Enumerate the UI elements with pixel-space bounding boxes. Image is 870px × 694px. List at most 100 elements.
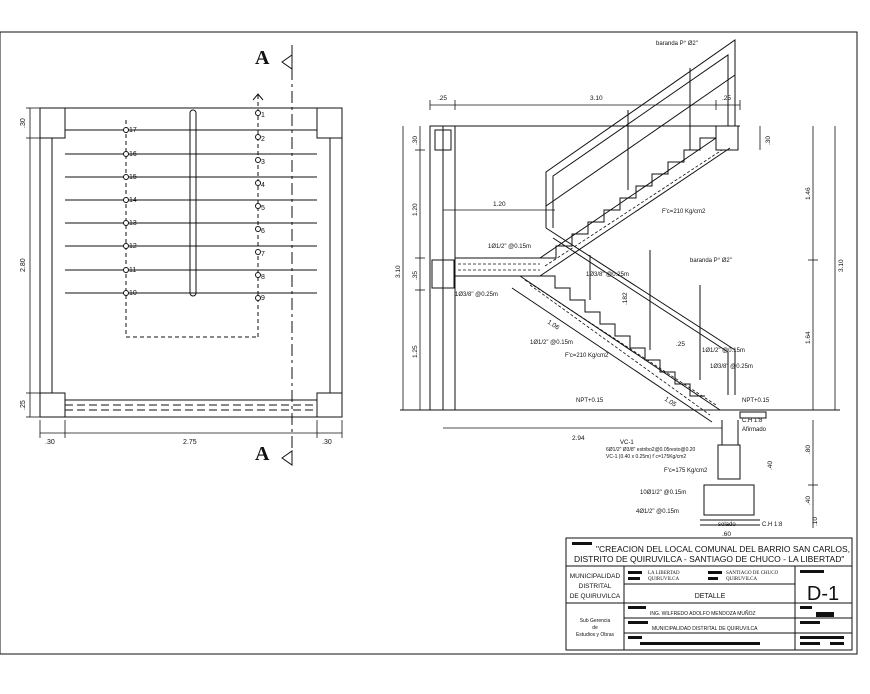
step-9: 9 [261, 295, 265, 302]
dim-sec-r40b: .40 [805, 496, 812, 505]
label-fc-found: F'c=175 Kg/cm2 [664, 468, 708, 474]
label-fc-upper: F'c=210 Kg/cm2 [662, 209, 706, 215]
dim-sec-found: .60 [722, 531, 731, 538]
section-dimension-labels: .25 3.10 .25 1.20 2.94 .30 1.20 3.10 .35… [395, 95, 845, 538]
plan-dimensions [26, 107, 343, 438]
province-label: SANTIAGO DE CHUCO [726, 571, 779, 576]
subdept-line2: de [592, 625, 598, 631]
dim-plan-top: .30 [20, 118, 27, 128]
step-2: 2 [261, 136, 265, 143]
dim-sec-r30: .30 [765, 136, 772, 145]
plan-dimension-labels: .30 2.80 .25 .30 2.75 .30 [20, 118, 332, 446]
label-steel3: 1Ø3/8" @0.25m [586, 272, 629, 278]
step-11: 11 [129, 267, 136, 274]
sheet-code: D-1 [807, 583, 839, 605]
dim-sec-r310: 3.10 [838, 259, 845, 272]
project-title-line1: "CREACION DEL LOCAL COMUNAL DEL BARRIO S… [596, 544, 850, 554]
label-ch2: C.H 1:8 [762, 522, 783, 528]
dim-sec-inner: 1.20 [493, 201, 506, 208]
step-6: 6 [261, 228, 265, 235]
section-marker-top: A [255, 47, 270, 69]
dim-sec-v30: .30 [412, 136, 419, 145]
project-title-line2: DISTRITO DE QUIRUVILCA - SANTIAGO DE CHU… [574, 554, 844, 564]
district2-label: QUIRUVILCA [726, 577, 757, 582]
dim-sec-tread: .25 [676, 341, 685, 348]
title-block-text: "CREACION DEL LOCAL COMUNAL DEL BARRIO S… [570, 544, 850, 638]
dim-sec-r146: 1.46 [805, 187, 812, 200]
step-7: 7 [261, 251, 265, 258]
section-dimensions [402, 100, 836, 528]
dim-sec-r164: 1.64 [805, 331, 812, 344]
label-baranda-mid: baranda P° Ø2" [690, 258, 732, 264]
step-numbers: 17 16 15 14 13 12 11 10 1 2 3 4 5 6 7 8 … [129, 112, 265, 302]
district-label: QUIRUVILCA [648, 577, 679, 582]
dim-plan-width: 2.75 [183, 439, 197, 446]
dim-plan-left: .30 [45, 439, 55, 446]
section-annotations: baranda P° Ø2" baranda P° Ø2" F'c=210 Kg… [455, 41, 783, 528]
label-ch: C.H 1:8 [742, 418, 763, 424]
label-afirmado: Afirmado [742, 427, 767, 433]
label-steel2: 1Ø3/8" @0.25m [455, 292, 498, 298]
title-block [565, 537, 853, 651]
stair-plan [39, 45, 343, 466]
label-steel6: 1Ø3/8" @0.25m [710, 364, 753, 370]
label-solado: solado [718, 522, 736, 528]
dim-plan-bottom: .25 [20, 400, 27, 410]
step-12: 12 [129, 243, 137, 250]
dim-sec-bottom: 2.94 [572, 435, 585, 442]
label-steel5: 1Ø1/2" @0.15m [702, 348, 745, 354]
dim-plan-height: 2.80 [20, 258, 27, 272]
label-fc-lower: F'c=210 Kg/cm2 [565, 353, 609, 359]
dim-plan-right: .30 [322, 439, 332, 446]
dim-sec-r40a: .40 [767, 461, 774, 470]
rebar [458, 149, 723, 416]
step-14: 14 [129, 197, 137, 204]
step-1: 1 [261, 112, 265, 119]
sheet-frame [0, 31, 858, 655]
sheet-name: DETALLE [695, 593, 726, 600]
dim-sec-r80: .80 [805, 445, 812, 454]
dim-sec-top-width: 3.10 [590, 95, 603, 102]
step-16: 16 [129, 151, 137, 158]
label-found1: 10Ø1/2" @0.15m [640, 490, 686, 496]
stair-section [400, 39, 840, 526]
scale-value: 1/25 [818, 612, 828, 618]
dim-sec-top-left: .25 [438, 95, 447, 102]
label-npt-right: NPT+0.15 [742, 398, 770, 404]
step-13: 13 [129, 220, 137, 227]
entity-name: MUNICIPALIDAD DISTRITAL DE QUIRUVILCA [652, 626, 758, 632]
region-label: LA LIBERTAD [648, 571, 680, 576]
municipality-line1: MUNICIPALIDAD [570, 573, 621, 580]
dim-sec-slope1: 1.06 [546, 319, 561, 332]
dim-sec-v310: 3.10 [395, 265, 402, 278]
label-found2: 4Ø1/2" @0.15m [636, 509, 679, 515]
label-vc-line2: VC-1 (0.40 x 0.25m) f`c=175Kg/cm2 [606, 454, 686, 460]
label-steel1: 1Ø1/2" @0.15m [488, 244, 531, 250]
title-block-bars [572, 542, 844, 645]
step-3: 3 [261, 159, 265, 166]
step-17: 17 [129, 127, 137, 134]
municipality-line3: DE QUIRUVILCA [570, 593, 621, 600]
dim-sec-v35: .35 [412, 271, 419, 280]
step-8: 8 [261, 274, 265, 281]
subdept-line1: Sub Gerencia [580, 618, 611, 624]
label-vc-title: VC-1 [620, 440, 634, 446]
dim-sec-top-right: .25 [722, 95, 731, 102]
dim-sec-v120: 1.20 [412, 203, 419, 216]
subdept-line3: Estudios y Obras [576, 632, 615, 638]
step-5: 5 [261, 205, 265, 212]
label-npt-left: NPT+0.15 [576, 398, 604, 404]
step-10: 10 [129, 290, 137, 297]
section-marker-bottom: A [255, 443, 270, 465]
engineer-name: ING. WILFREDO ADOLFO MENDOZA MUÑOZ [650, 610, 756, 617]
municipality-line2: DISTRITAL [579, 583, 612, 590]
step-15: 15 [129, 174, 137, 181]
step-markers [123, 110, 261, 301]
dim-sec-v125: 1.25 [412, 345, 419, 358]
label-vc-line1: 6Ø1/2" Ø3/8" estribo2@0.05resto@0.20 [606, 447, 696, 453]
label-steel4: 1Ø1/2" @0.15m [530, 340, 573, 346]
label-baranda-top: baranda P° Ø2" [656, 41, 698, 47]
dim-sec-r10: .10 [812, 517, 819, 526]
step-4: 4 [261, 182, 265, 189]
